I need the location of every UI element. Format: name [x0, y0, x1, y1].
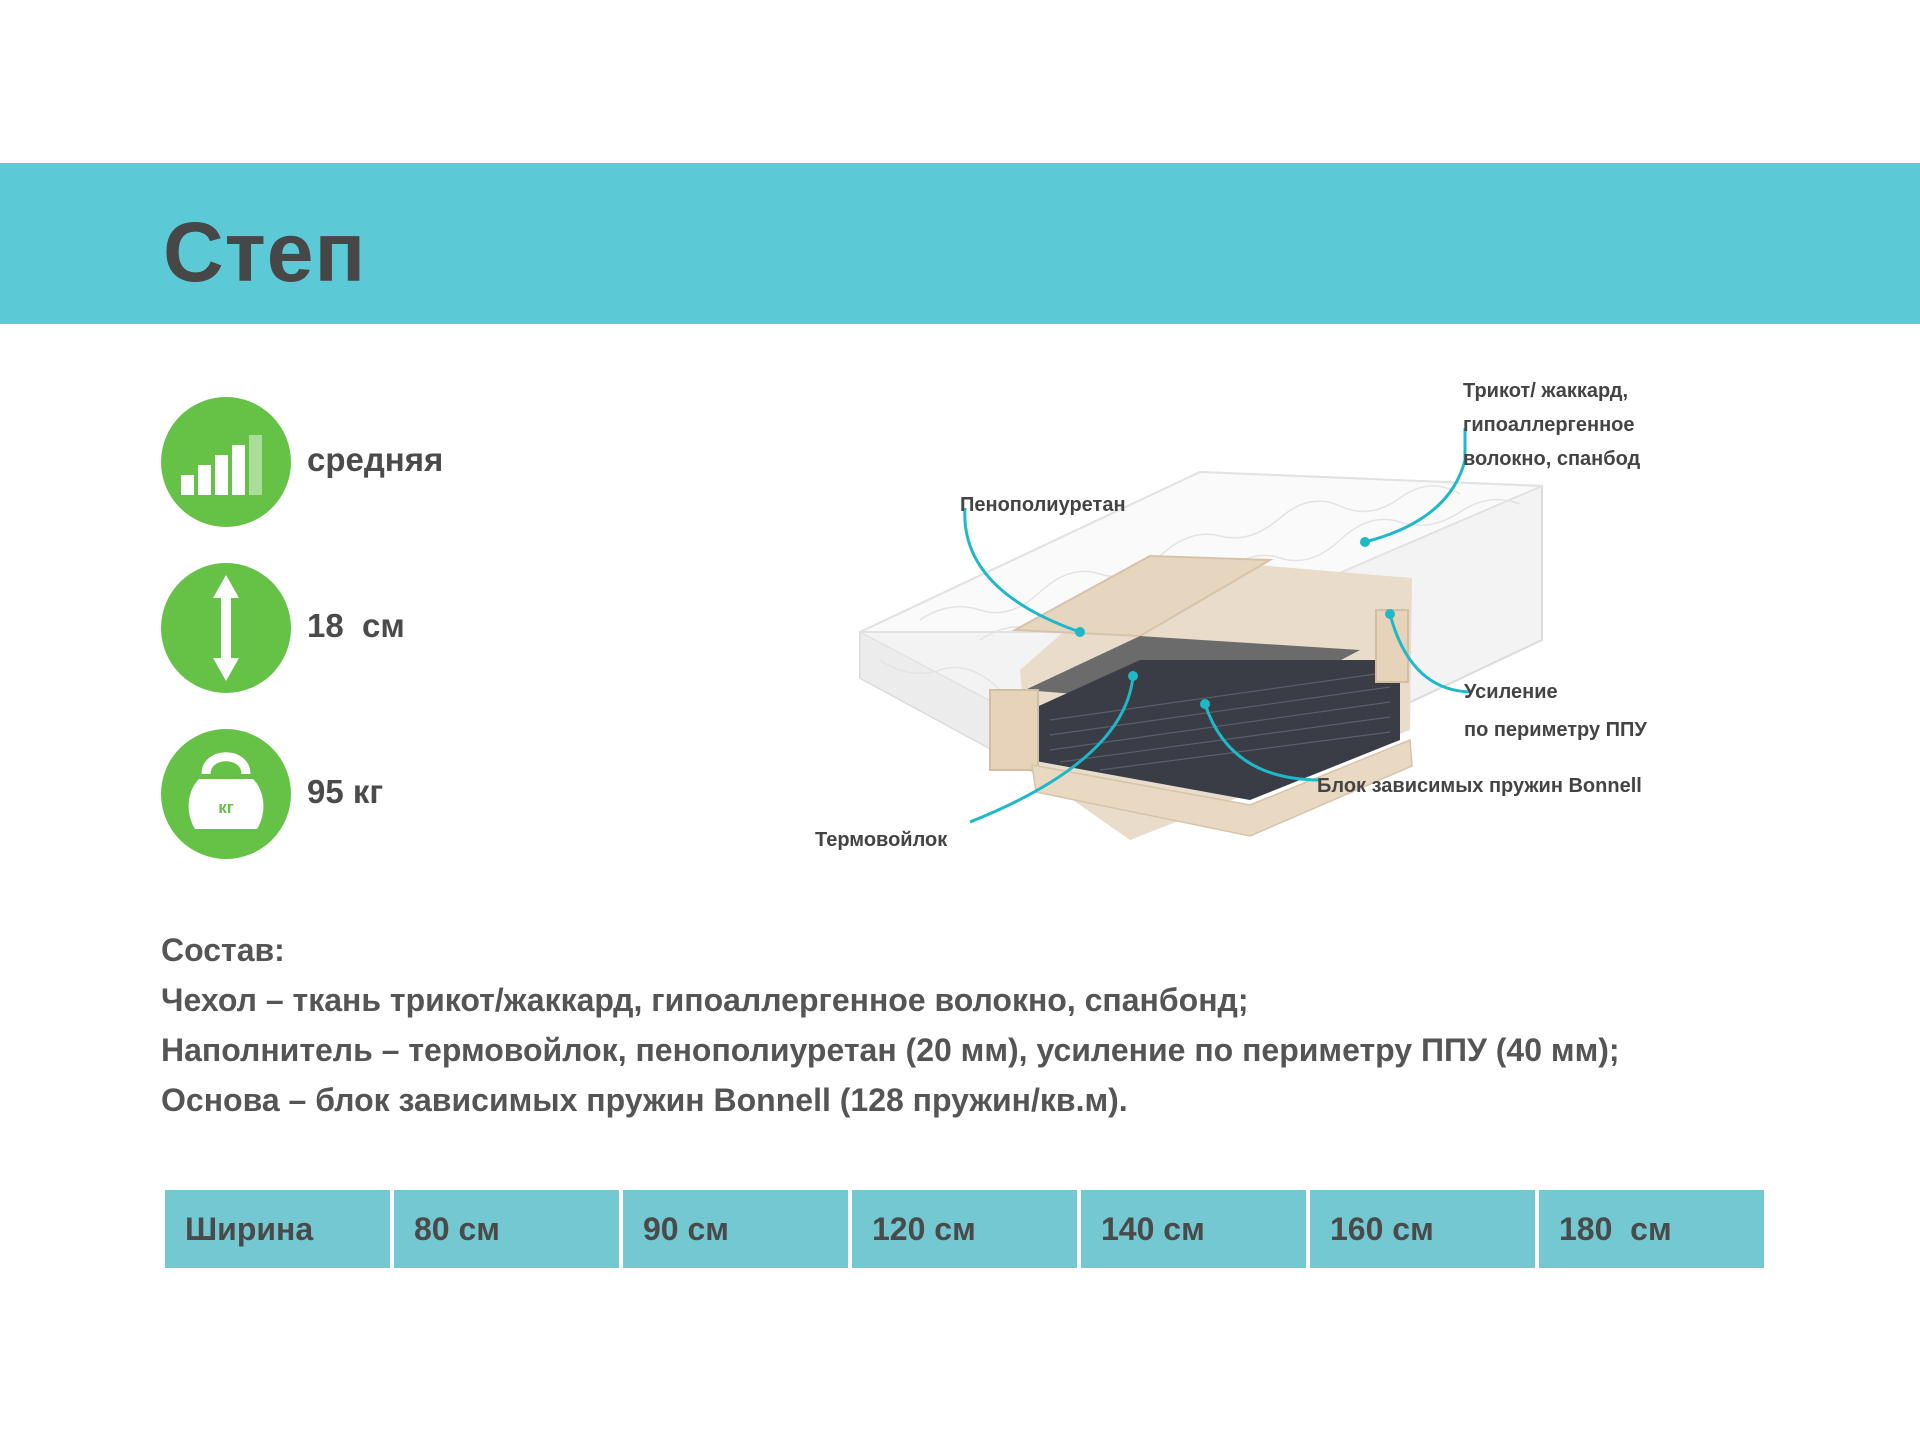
- height-label: 18 см: [307, 607, 405, 644]
- mattress-diagram: Трикот/ жаккард, гипоаллергенное волокно…: [800, 360, 1800, 880]
- callout-perimeter: Усиление по периметру ППУ: [1464, 681, 1647, 741]
- callout-line-springs: [1203, 703, 1321, 782]
- callout-springs: Блок зависимых пружин Bonnell: [1317, 775, 1642, 797]
- spec-firmness: средняя: [161, 397, 661, 527]
- callout-line-perimeter: [1388, 613, 1471, 694]
- composition-heading: Состав:: [161, 932, 285, 968]
- title-banner: [0, 163, 1920, 324]
- width-table: Ширина 80 см 90 см 120 см 140 см 160 см …: [161, 1190, 1768, 1268]
- kettlebell-text: кг: [218, 798, 234, 817]
- kettlebell-icon: кг: [161, 729, 291, 859]
- composition-line-filler: Наполнитель – термовойлок, пенополиурета…: [161, 1032, 1620, 1068]
- width-header-cell: Ширина: [165, 1190, 390, 1268]
- width-cell-180: 180 см: [1539, 1190, 1764, 1268]
- composition-line-cover: Чехол – ткань трикот/жаккард, гипоаллерг…: [161, 982, 1249, 1018]
- spec-height: 18 см: [161, 563, 661, 693]
- spec-weight: кг 95 кг: [161, 729, 661, 859]
- width-cell-160: 160 см: [1310, 1190, 1535, 1268]
- width-cell-140: 140 см: [1081, 1190, 1306, 1268]
- height-arrow-icon: [161, 563, 291, 693]
- firmness-label: средняя: [307, 441, 444, 478]
- table-row: Ширина 80 см 90 см 120 см 140 см 160 см …: [165, 1190, 1764, 1268]
- weight-label: 95 кг: [307, 773, 384, 810]
- callout-foam: Пенополиуретан: [960, 494, 1126, 516]
- composition-block: Состав: Чехол – ткань трикот/жаккард, ги…: [161, 925, 1620, 1125]
- callout-line-cover: [1364, 428, 1467, 544]
- callout-line-felt: [969, 675, 1135, 824]
- callout-felt: Термовойлок: [815, 829, 948, 851]
- callout-cover: Трикот/ жаккард, гипоаллергенное волокно…: [1463, 380, 1641, 470]
- mattress-illustration: [859, 428, 1543, 840]
- firmness-bars-icon: [161, 397, 291, 527]
- width-cell-90: 90 см: [623, 1190, 848, 1268]
- composition-line-base: Основа – блок зависимых пружин Bonnell (…: [161, 1082, 1128, 1118]
- width-cell-120: 120 см: [852, 1190, 1077, 1268]
- callout-line-foam: [963, 507, 1081, 634]
- product-title: Степ: [163, 205, 367, 299]
- width-cell-80: 80 см: [394, 1190, 619, 1268]
